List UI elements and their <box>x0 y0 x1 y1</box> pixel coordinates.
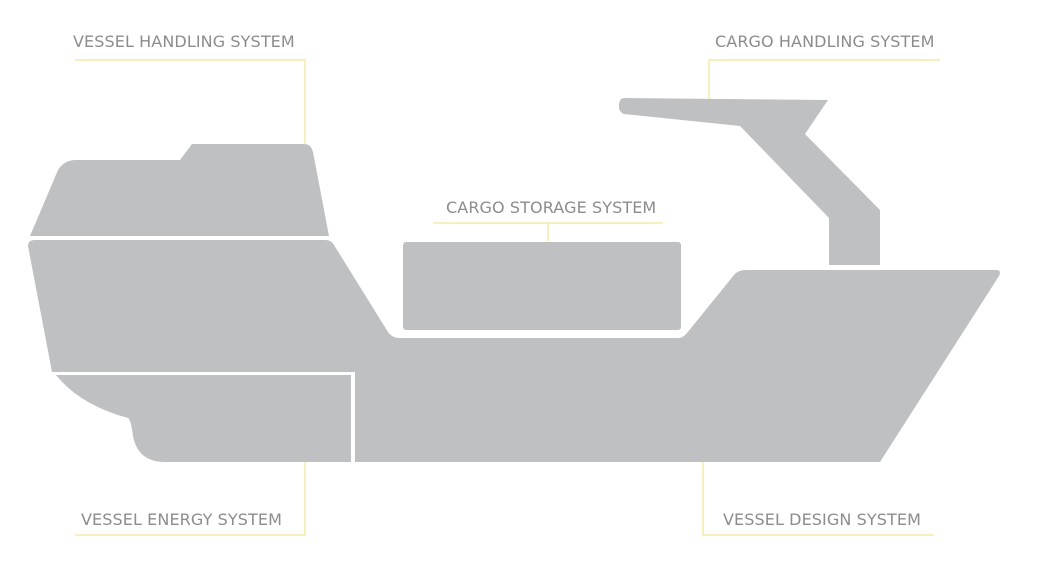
leader-vessel-energy <box>75 462 306 536</box>
leader-vessel-handling <box>75 59 306 144</box>
leader-lines <box>75 59 940 536</box>
cargo-handling-label: CARGO HANDLING SYSTEM <box>715 32 935 51</box>
leader-cargo-handling <box>708 59 940 99</box>
ship-energy-compartment-shape <box>56 375 351 462</box>
vessel-handling-label: VESSEL HANDLING SYSTEM <box>73 32 295 51</box>
crane-shape <box>618 98 880 265</box>
leader-vessel-design <box>702 462 934 536</box>
ship-hull-shape <box>28 240 1000 462</box>
vessel-design-label: VESSEL DESIGN SYSTEM <box>723 510 922 529</box>
ship-bridge-shape <box>30 144 329 236</box>
cargo-storage-label: CARGO STORAGE SYSTEM <box>446 198 657 217</box>
cargo-container-shape <box>403 242 681 330</box>
vessel-energy-label: VESSEL ENERGY SYSTEM <box>81 510 283 529</box>
